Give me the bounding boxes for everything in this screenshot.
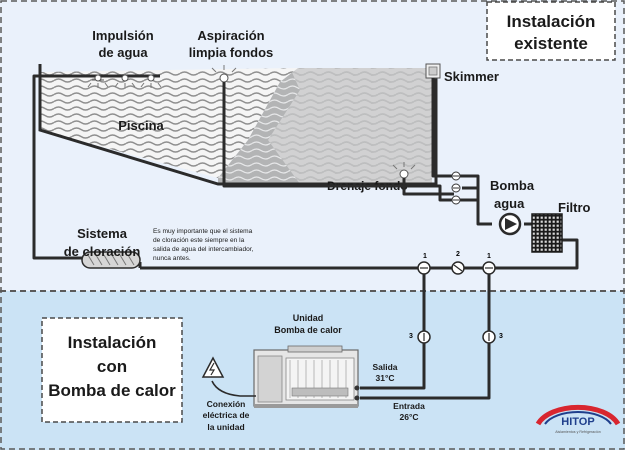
pool-label: Piscina — [118, 118, 164, 133]
manifold-valves — [451, 171, 461, 205]
pump-label-line2: agua — [494, 196, 525, 211]
chlorination-note: Es muy importante que el sistema de clor… — [153, 228, 254, 262]
valve-1-right — [482, 261, 496, 275]
inlet-temperature: 26°C — [400, 412, 419, 422]
valve-number-2: 2 — [456, 251, 460, 258]
pool-shallow-water — [40, 68, 298, 178]
power-cable — [211, 380, 256, 397]
valve-number-3-left: 3 — [409, 333, 413, 340]
note-line-1: Es muy importante que el sistema — [153, 228, 253, 235]
impulsion-label-line1: Impulsión — [92, 28, 153, 43]
electrical-connection-line1: Conexión — [207, 399, 246, 409]
pump-label-line1: Bomba — [490, 178, 535, 193]
valve-1-left — [417, 261, 431, 275]
electrical-connection-line2: eléctrica de — [203, 410, 250, 420]
drain-inlet — [392, 162, 416, 179]
pipework-heat-pump — [360, 274, 491, 400]
aspiracion-label-line2: limpia fondos — [189, 45, 274, 60]
heat-pump-title-line3: Bomba de calor — [48, 381, 176, 400]
outlet-temperature: 31°C — [376, 373, 395, 383]
note-line-2: de cloración este siempre en la — [153, 237, 245, 244]
valve-3-inlet — [482, 330, 496, 344]
filter-label: Filtro — [558, 200, 591, 215]
logo-tagline: Aislamientos y Refrigeración — [555, 430, 601, 434]
skimmer — [425, 63, 441, 79]
chlorinator-label-line2: de cloración — [64, 244, 141, 259]
aspiracion-label-line1: Aspiración — [197, 28, 264, 43]
heat-pump-title-line2: con — [97, 357, 127, 376]
logo-name: HITOP — [561, 416, 594, 428]
valve-number-1-left: 1 — [423, 253, 427, 260]
note-line-3: salida de agua del intercambiador, — [153, 246, 254, 253]
water-pump — [498, 212, 522, 236]
heat-pump-valves — [417, 330, 496, 344]
aspiracion-inlet — [211, 65, 237, 83]
hitop-logo: HITOP Aislamientos y Refrigeración — [535, 404, 621, 434]
valve-2-bypass — [451, 261, 465, 275]
note-line-4: nunca antes. — [153, 255, 191, 262]
electrical-warning-icon — [201, 356, 225, 378]
heat-pump-unit-label-line1: Unidad — [293, 313, 324, 323]
chlorinator — [81, 251, 141, 269]
pool-wall — [38, 64, 438, 186]
valve-number-3-right: 3 — [499, 333, 503, 340]
existing-installation-title-line1: Instalación — [507, 12, 596, 31]
filter-unit — [531, 213, 563, 253]
inlet-label: Entrada — [393, 401, 425, 411]
valve-3-outlet — [417, 330, 431, 344]
pool-deep-water-overlay — [268, 68, 432, 184]
existing-installation-title-box — [486, 1, 616, 61]
chlorinator-label-line1: Sistema — [77, 226, 128, 241]
skimmer-label: Skimmer — [444, 69, 499, 84]
impulsion-label-line2: de agua — [98, 45, 148, 60]
heat-pump-installation-title-box — [41, 317, 183, 423]
outlet-label: Salida — [372, 362, 397, 372]
bypass-valves — [417, 261, 496, 275]
impulsion-nozzles — [40, 74, 162, 88]
heat-pump-unit — [253, 345, 360, 408]
existing-installation-title-line2: existente — [514, 34, 588, 53]
electrical-connection-line3: la unidad — [207, 422, 244, 432]
heat-pump-title-line1: Instalación — [68, 333, 157, 352]
heat-pump-unit-label-line2: Bomba de calor — [274, 325, 342, 335]
valve-number-1-right: 1 — [487, 253, 491, 260]
